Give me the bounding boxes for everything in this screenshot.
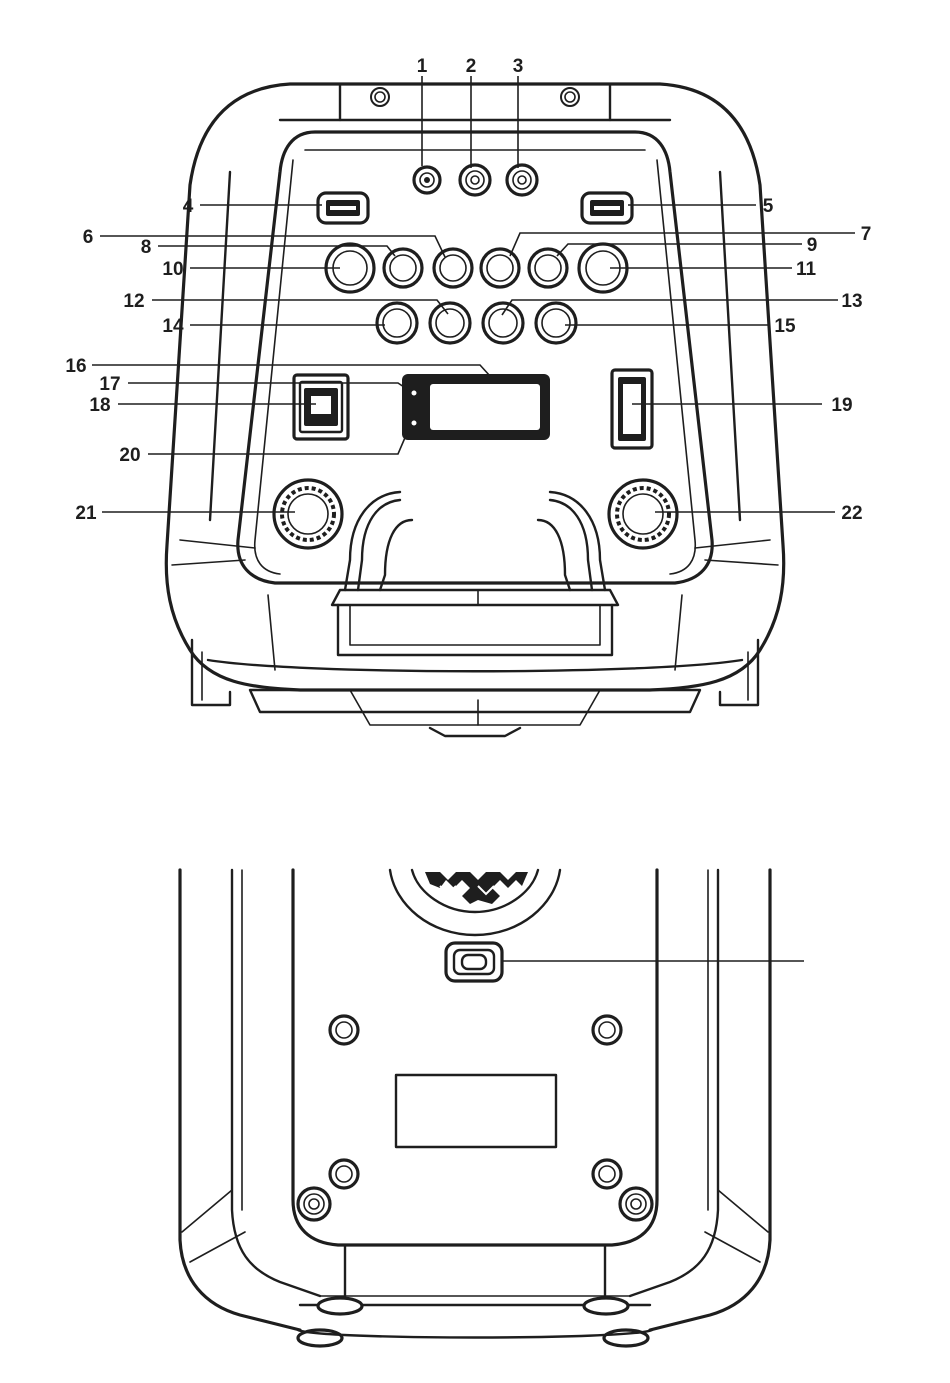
- indicator-17: [412, 391, 417, 396]
- usb-port-5[interactable]: [582, 193, 632, 223]
- callout-6: 6: [83, 227, 94, 248]
- screw-top-right: [593, 1016, 621, 1044]
- callout-12: 12: [123, 291, 144, 312]
- button-14[interactable]: [377, 303, 417, 343]
- callout-22: 22: [841, 503, 862, 524]
- button-7[interactable]: [481, 249, 519, 287]
- knob-22[interactable]: [609, 480, 677, 548]
- screw-top-left: [330, 1016, 358, 1044]
- bottom-view: [180, 870, 804, 1346]
- screw-corner-right: [620, 1188, 652, 1220]
- callout-3: 3: [513, 56, 524, 77]
- callout-2: 2: [466, 56, 477, 77]
- card-slot-19[interactable]: [612, 370, 652, 448]
- callout-15: 15: [774, 316, 796, 337]
- usb-port-4[interactable]: [318, 193, 368, 223]
- top-edge: [280, 84, 670, 120]
- callout-11: 11: [796, 259, 817, 280]
- display-panel: [402, 374, 550, 440]
- callout-14: 14: [162, 316, 184, 337]
- slide-switch-18[interactable]: [294, 375, 348, 439]
- screw-bottom-right: [593, 1160, 621, 1188]
- callout-9: 9: [807, 235, 818, 256]
- top-view: 1 2 3 4 5 6 7 8 9 10 11 12 13 14 15 16 1…: [65, 56, 871, 736]
- callout-20: 20: [119, 445, 140, 466]
- button-6[interactable]: [434, 249, 472, 287]
- knob-21[interactable]: [274, 480, 342, 548]
- mounting-hole-right: [561, 88, 579, 106]
- screw-corner-left: [298, 1188, 330, 1220]
- button-15[interactable]: [536, 303, 576, 343]
- input-jack-2[interactable]: [460, 165, 490, 195]
- callout-13: 13: [841, 291, 862, 312]
- button-9[interactable]: [529, 249, 567, 287]
- callout-7: 7: [861, 224, 872, 245]
- callout-10: 10: [162, 259, 183, 280]
- rating-label-plate: [396, 1075, 556, 1147]
- input-jack-1[interactable]: [414, 167, 440, 193]
- button-8[interactable]: [384, 249, 422, 287]
- screw-bottom-left: [330, 1160, 358, 1188]
- button-13[interactable]: [483, 303, 523, 343]
- rear-port[interactable]: [446, 943, 502, 981]
- callout-19: 19: [831, 395, 852, 416]
- callout-18: 18: [89, 395, 110, 416]
- callout-1: 1: [417, 56, 428, 77]
- callout-21: 21: [75, 503, 97, 524]
- input-jack-3[interactable]: [507, 165, 537, 195]
- leader-lines: [92, 76, 855, 512]
- button-12[interactable]: [430, 303, 470, 343]
- mounting-hole-left: [371, 88, 389, 106]
- callout-8: 8: [141, 237, 152, 258]
- callout-4: 4: [183, 196, 194, 217]
- callout-5: 5: [763, 196, 774, 217]
- carry-handle: [332, 492, 618, 655]
- indicator-20: [412, 421, 417, 426]
- callout-16: 16: [65, 356, 86, 377]
- speaker-grille: [390, 870, 560, 935]
- callout-17: 17: [99, 374, 120, 395]
